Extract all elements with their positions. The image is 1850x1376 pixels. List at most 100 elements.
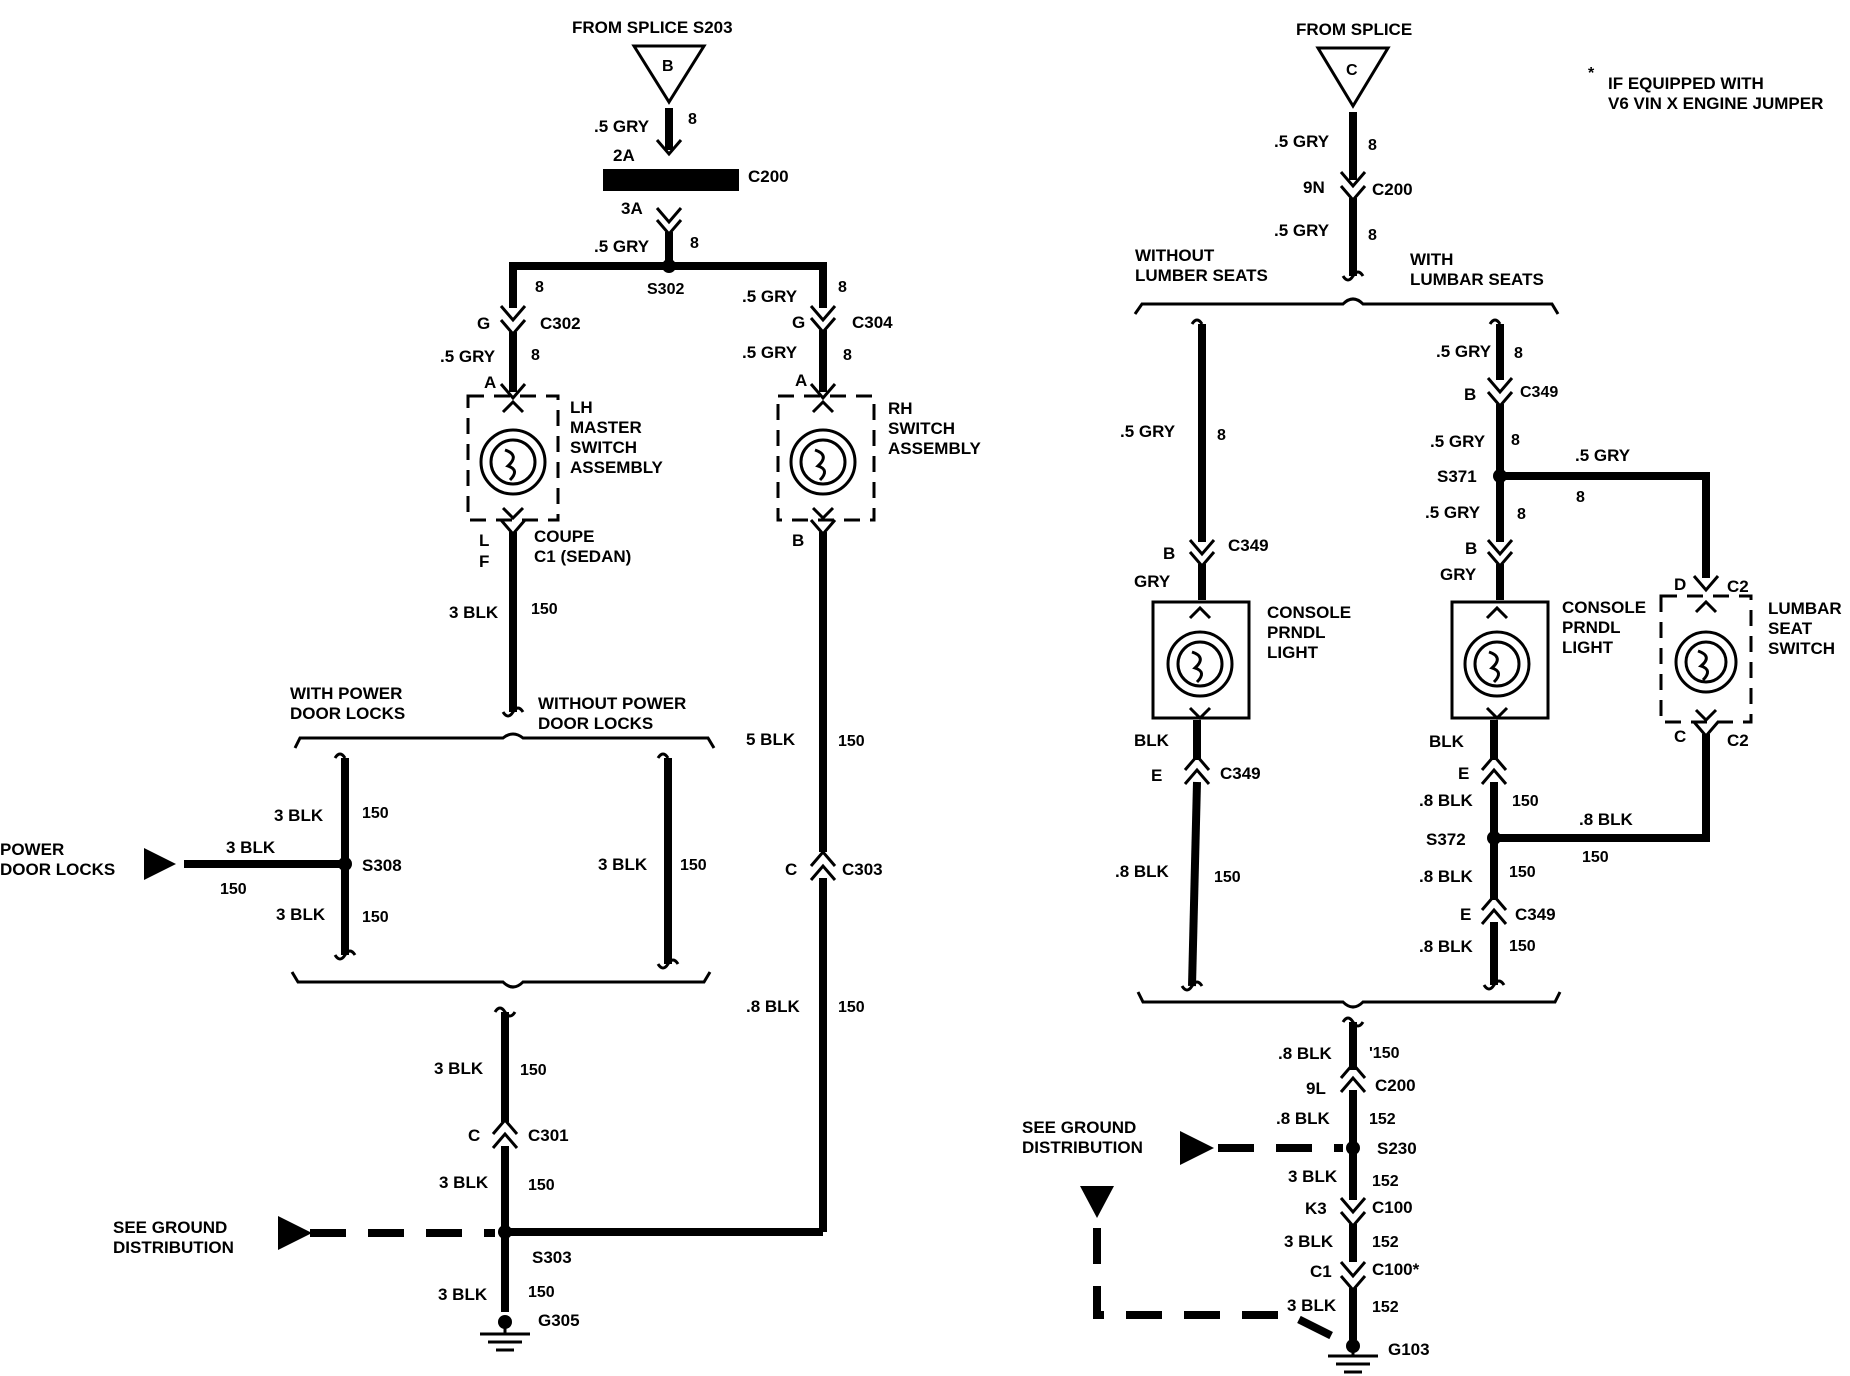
- c349-a-label: C349: [1228, 536, 1269, 555]
- svg-text:150: 150: [1509, 864, 1536, 881]
- svg-text:RH: RH: [888, 399, 913, 418]
- svg-text:C1 (SEDAN): C1 (SEDAN): [534, 547, 631, 566]
- from-splice-s203-label: FROM SPLICE S203: [572, 18, 733, 37]
- svg-text:3 BLK: 3 BLK: [1284, 1232, 1334, 1251]
- svg-text:5 BLK: 5 BLK: [746, 730, 796, 749]
- power-door-locks-label: POWER DOOR LOCKS: [0, 840, 115, 879]
- svg-text:LUMBAR SEATS: LUMBAR SEATS: [1410, 270, 1544, 289]
- svg-text:8: 8: [1368, 227, 1377, 244]
- svg-text:.8 BLK: .8 BLK: [1419, 867, 1474, 886]
- svg-text:SEE GROUND: SEE GROUND: [1022, 1118, 1136, 1137]
- svg-text:LIGHT: LIGHT: [1267, 643, 1319, 662]
- with-lumbar-seats-label: WITH LUMBAR SEATS: [1410, 250, 1544, 289]
- svg-text:G: G: [477, 314, 490, 333]
- svg-text:8: 8: [535, 279, 544, 296]
- c349-c-label: C349: [1520, 384, 1558, 401]
- lh-master-switch-box: [466, 394, 560, 522]
- svg-text:SWITCH: SWITCH: [1768, 639, 1835, 658]
- svg-text:150: 150: [838, 733, 865, 750]
- svg-text:.5 GRY: .5 GRY: [1274, 221, 1330, 240]
- svg-text:SEE GROUND: SEE GROUND: [113, 1218, 227, 1237]
- from-splice-label: FROM SPLICE: [1296, 20, 1412, 39]
- svg-text:3 BLK: 3 BLK: [434, 1059, 484, 1078]
- g305-label: G305: [538, 1311, 580, 1330]
- svg-text:*: *: [1588, 65, 1595, 82]
- svg-text:G: G: [792, 313, 805, 332]
- svg-text:LIGHT: LIGHT: [1562, 638, 1614, 657]
- svg-text:150: 150: [1512, 793, 1539, 810]
- s230-splice-dot: [1346, 1141, 1360, 1155]
- svg-text:ASSEMBLY: ASSEMBLY: [888, 439, 982, 458]
- svg-text:.5 GRY: .5 GRY: [1120, 422, 1176, 441]
- ground-distribution-arrow-right: [1180, 1131, 1214, 1165]
- svg-text:3 BLK: 3 BLK: [449, 603, 499, 622]
- svg-text:K3: K3: [1305, 1199, 1327, 1218]
- svg-text:CONSOLE: CONSOLE: [1267, 603, 1351, 622]
- jumper-arrow: [1080, 1186, 1114, 1218]
- svg-text:3 BLK: 3 BLK: [598, 855, 648, 874]
- svg-text:WITH POWER: WITH POWER: [290, 684, 402, 703]
- svg-text:B: B: [1464, 385, 1476, 404]
- svg-text:.8 BLK: .8 BLK: [1419, 937, 1474, 956]
- svg-text:.8 BLK: .8 BLK: [746, 997, 801, 1016]
- svg-text:DOOR LOCKS: DOOR LOCKS: [0, 860, 115, 879]
- svg-text:DOOR LOCKS: DOOR LOCKS: [290, 704, 405, 723]
- svg-text:.5 GRY: .5 GRY: [594, 117, 650, 136]
- svg-text:150: 150: [362, 805, 389, 822]
- svg-text:ASSEMBLY: ASSEMBLY: [570, 458, 664, 477]
- left-circuit: FROM SPLICE S203 B .5 GRY 8 2A C200 3A .…: [0, 18, 982, 1352]
- svg-text:150: 150: [1214, 869, 1241, 886]
- c100-star-label: C100*: [1372, 1260, 1420, 1279]
- svg-text:152: 152: [1372, 1234, 1399, 1251]
- rh-switch-label: RH SWITCH ASSEMBLY: [888, 399, 982, 458]
- svg-text:IF EQUIPPED WITH: IF EQUIPPED WITH: [1608, 74, 1764, 93]
- svg-text:.5 GRY: .5 GRY: [742, 343, 798, 362]
- svg-text:.8 BLK: .8 BLK: [1419, 791, 1474, 810]
- svg-text:C: C: [785, 860, 797, 879]
- s371-label: S371: [1437, 467, 1477, 486]
- svg-text:3 BLK: 3 BLK: [439, 1173, 489, 1192]
- svg-text:150: 150: [528, 1284, 555, 1301]
- svg-text:C1: C1: [1310, 1262, 1332, 1281]
- svg-text:F: F: [479, 552, 489, 571]
- svg-text:GRY: GRY: [1440, 565, 1477, 584]
- c200b-label: C200: [1375, 1076, 1416, 1095]
- svg-text:.5 GRY: .5 GRY: [1430, 432, 1486, 451]
- svg-text:CONSOLE: CONSOLE: [1562, 598, 1646, 617]
- svg-text:8: 8: [690, 235, 699, 252]
- with-power-door-locks-label: WITH POWER DOOR LOCKS: [290, 684, 405, 723]
- svg-text:.5 GRY: .5 GRY: [1436, 342, 1492, 361]
- svg-text:POWER: POWER: [0, 840, 64, 859]
- svg-text:C: C: [468, 1126, 480, 1145]
- s303-splice-dot: [498, 1225, 512, 1239]
- svg-text:3 BLK: 3 BLK: [276, 905, 326, 924]
- svg-text:150: 150: [220, 881, 247, 898]
- svg-text:A: A: [795, 371, 807, 390]
- lh-switch-label: LH MASTER SWITCH ASSEMBLY: [570, 398, 664, 477]
- svg-text:.8 BLK: .8 BLK: [1579, 810, 1634, 829]
- svg-text:3A: 3A: [621, 199, 643, 218]
- svg-text:150: 150: [838, 999, 865, 1016]
- ground-distribution-arrow-left: [278, 1216, 312, 1250]
- svg-text:SEAT: SEAT: [1768, 619, 1813, 638]
- s230-label: S230: [1377, 1139, 1417, 1158]
- svg-text:BLK: BLK: [1134, 731, 1170, 750]
- svg-text:150: 150: [531, 601, 558, 618]
- svg-text:8: 8: [688, 111, 697, 128]
- svg-text:150: 150: [528, 1177, 555, 1194]
- svg-text:B: B: [792, 531, 804, 550]
- s302-splice-dot: [662, 259, 676, 273]
- svg-text:WITHOUT: WITHOUT: [1135, 246, 1215, 265]
- svg-text:COUPE: COUPE: [534, 527, 594, 546]
- svg-text:150: 150: [520, 1062, 547, 1079]
- c303-label: C303: [842, 860, 883, 879]
- svg-text:8: 8: [838, 279, 847, 296]
- c100-label: C100: [1372, 1198, 1413, 1217]
- without-power-door-locks-label: WITHOUT POWER DOOR LOCKS: [538, 694, 686, 733]
- s302-label: S302: [647, 281, 684, 298]
- right-circuit: FROM SPLICE C .5 GRY 8 9N C200 .5 GRY 8 …: [1022, 20, 1842, 1374]
- g103-label: G103: [1388, 1340, 1430, 1359]
- c349-b-label: C349: [1220, 764, 1261, 783]
- svg-text:WITH: WITH: [1410, 250, 1453, 269]
- svg-text:BLK: BLK: [1429, 732, 1465, 751]
